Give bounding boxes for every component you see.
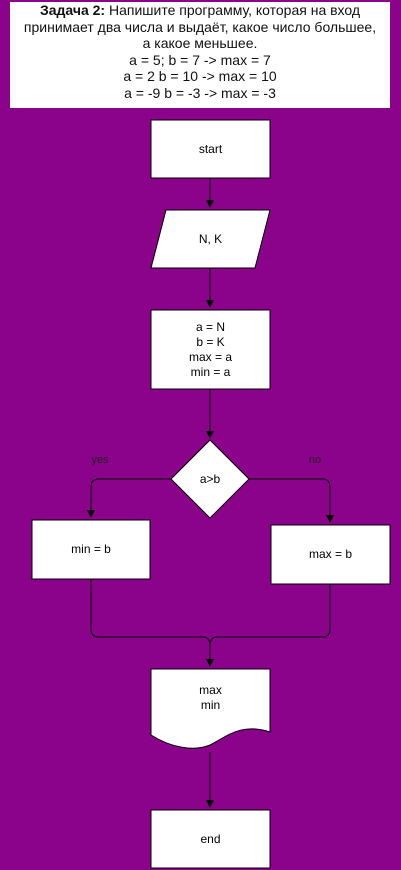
task-description: Задача 2: Напишите программу, которая на… [10,2,390,108]
task-text-line-2: принимает два числа и выдаёт, какое числ… [23,18,377,35]
task-text-first: Напишите программу, которая на вход [105,2,361,18]
assign-line-3: max = a [189,350,232,364]
connector-merge-right [209,584,331,646]
output-node[interactable]: max min [150,668,271,749]
assign-line-2: b = K [196,335,224,349]
output-line-1: max [199,683,222,697]
end-label: end [200,832,220,846]
task-title: Задача 2: [39,2,106,18]
end-node[interactable]: end [150,809,271,869]
start-label: start [199,142,223,156]
task-text-line-3: а какое меньшее. [142,35,258,51]
output-line-2: min [201,698,220,712]
task-example-3: a = -9 b = -3 -> max = -3 [124,84,276,101]
assign-node[interactable]: a = N b = K max = a min = a [150,309,271,390]
assign-line-4: min = a [191,365,231,379]
task-example-2: a = 2 b = 10 -> max = 10 [123,68,277,84]
task-example-1: a = 5; b = 7 -> max = 7 [129,51,271,68]
connector-no-branch [249,478,334,523]
yes-action-label: min = b [71,542,111,556]
decision-label: a>b [200,472,221,486]
no-action-label: max = b [309,547,352,561]
connector-yes-branch [87,478,171,518]
decision-node[interactable]: a>b [170,439,250,519]
assign-line-1: a = N [196,320,225,334]
start-node[interactable]: start [150,119,271,179]
yes-branch-label: yes [91,454,109,466]
connector-merge-left [90,579,214,667]
yes-action-node[interactable]: min = b [31,519,151,580]
input-node[interactable]: N, K [150,209,271,269]
task-first-line: Задача 2: Напишите программу, которая на… [10,2,390,19]
no-branch-label: no [309,454,321,466]
no-action-node[interactable]: max = b [270,524,391,585]
input-label: N, K [199,232,222,246]
